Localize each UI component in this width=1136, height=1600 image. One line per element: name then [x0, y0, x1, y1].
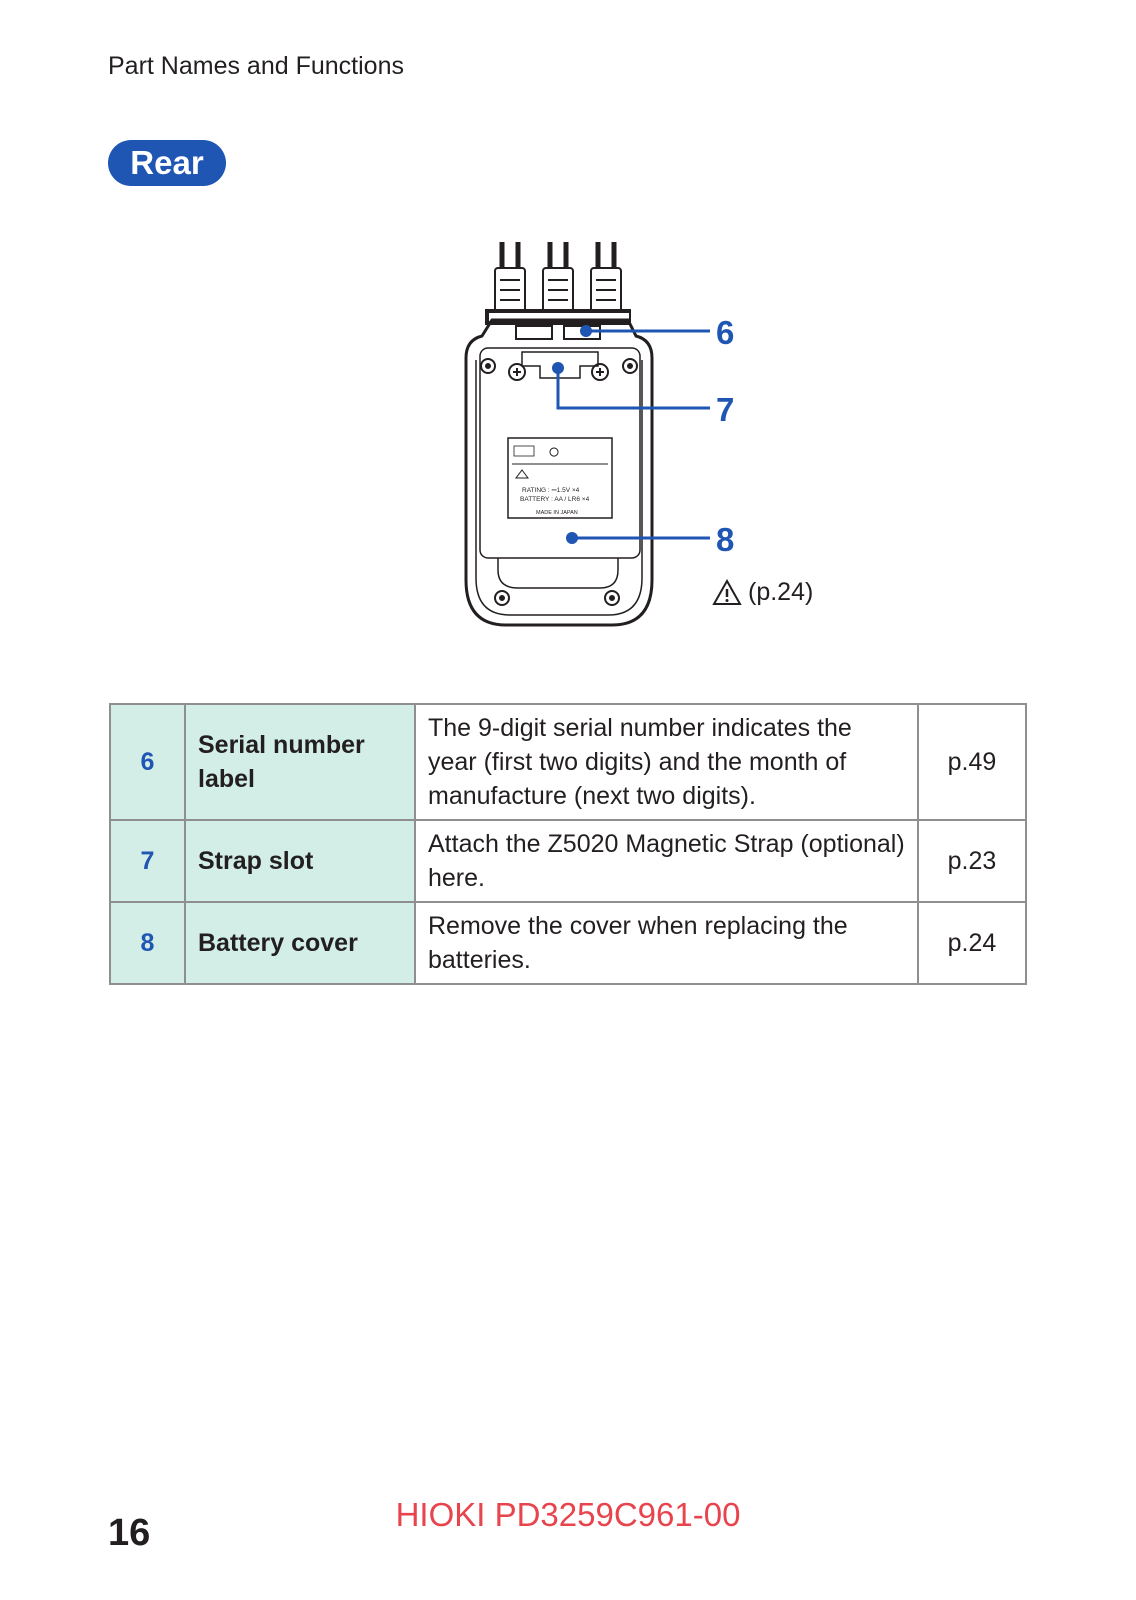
callout-number-7: 7 [716, 391, 735, 428]
section-title: Part Names and Functions [108, 52, 404, 80]
caution-reference: (p.24) [712, 578, 813, 607]
table-row: 6 Serial number label The 9-digit serial… [109, 703, 1027, 821]
row-number: 6 [109, 703, 186, 821]
callout-line-7 [556, 368, 710, 410]
screw-bottom-right [604, 590, 620, 606]
screw-cross-right [591, 363, 609, 381]
table-row: 8 Battery cover Remove the cover when re… [109, 901, 1027, 985]
serial-number-label [515, 325, 553, 340]
callout-dot-6 [580, 325, 592, 337]
screw-top-right [622, 358, 638, 374]
page-number: 16 [108, 1512, 151, 1554]
callout-dot-8 [566, 532, 578, 544]
screw-top-left [480, 358, 496, 374]
strap-slot [521, 351, 599, 379]
row-page-ref: p.23 [917, 819, 1027, 903]
row-description: Attach the Z5020 Magnetic Strap (optiona… [414, 819, 919, 903]
row-number: 8 [109, 901, 186, 985]
row-page-ref: p.24 [917, 901, 1027, 985]
label-battery-text: BATTERY : AA / LR6 ×4 [520, 496, 590, 503]
device-rear-illustration: RATING : ⎓1.5V ×4 BATTERY : AA / LR6 ×4 … [464, 242, 710, 627]
table-row: 7 Strap slot Attach the Z5020 Magnetic S… [109, 819, 1027, 903]
label-made-in-text: MADE IN JAPAN [536, 510, 578, 516]
terminal-strip [487, 311, 631, 323]
warning-triangle-icon [712, 579, 742, 605]
callout-number-8: 8 [716, 521, 735, 558]
screw-cross-left [508, 363, 526, 381]
row-page-ref: p.49 [917, 703, 1027, 821]
row-description: Remove the cover when replacing the batt… [414, 901, 919, 985]
label-rating-text: RATING : ⎓1.5V ×4 [522, 487, 580, 494]
callout-number-6: 6 [716, 314, 735, 351]
row-part-name: Serial number label [184, 703, 416, 821]
row-part-name: Strap slot [184, 819, 416, 903]
callout-dot-7 [552, 362, 564, 374]
row-description: The 9-digit serial number indicates the … [414, 703, 919, 821]
row-number: 7 [109, 819, 186, 903]
screw-bottom-left [494, 590, 510, 606]
document-id: HIOKI PD3259C961-00 [395, 1496, 741, 1533]
parts-table: 6 Serial number label The 9-digit serial… [109, 703, 1027, 985]
battery-cover [479, 347, 641, 559]
rear-badge: Rear [108, 140, 226, 186]
device-body [464, 318, 654, 627]
rating-label: RATING : ⎓1.5V ×4 BATTERY : AA / LR6 ×4 … [507, 437, 613, 519]
row-part-name: Battery cover [184, 901, 416, 985]
caution-page-ref: (p.24) [748, 578, 814, 606]
